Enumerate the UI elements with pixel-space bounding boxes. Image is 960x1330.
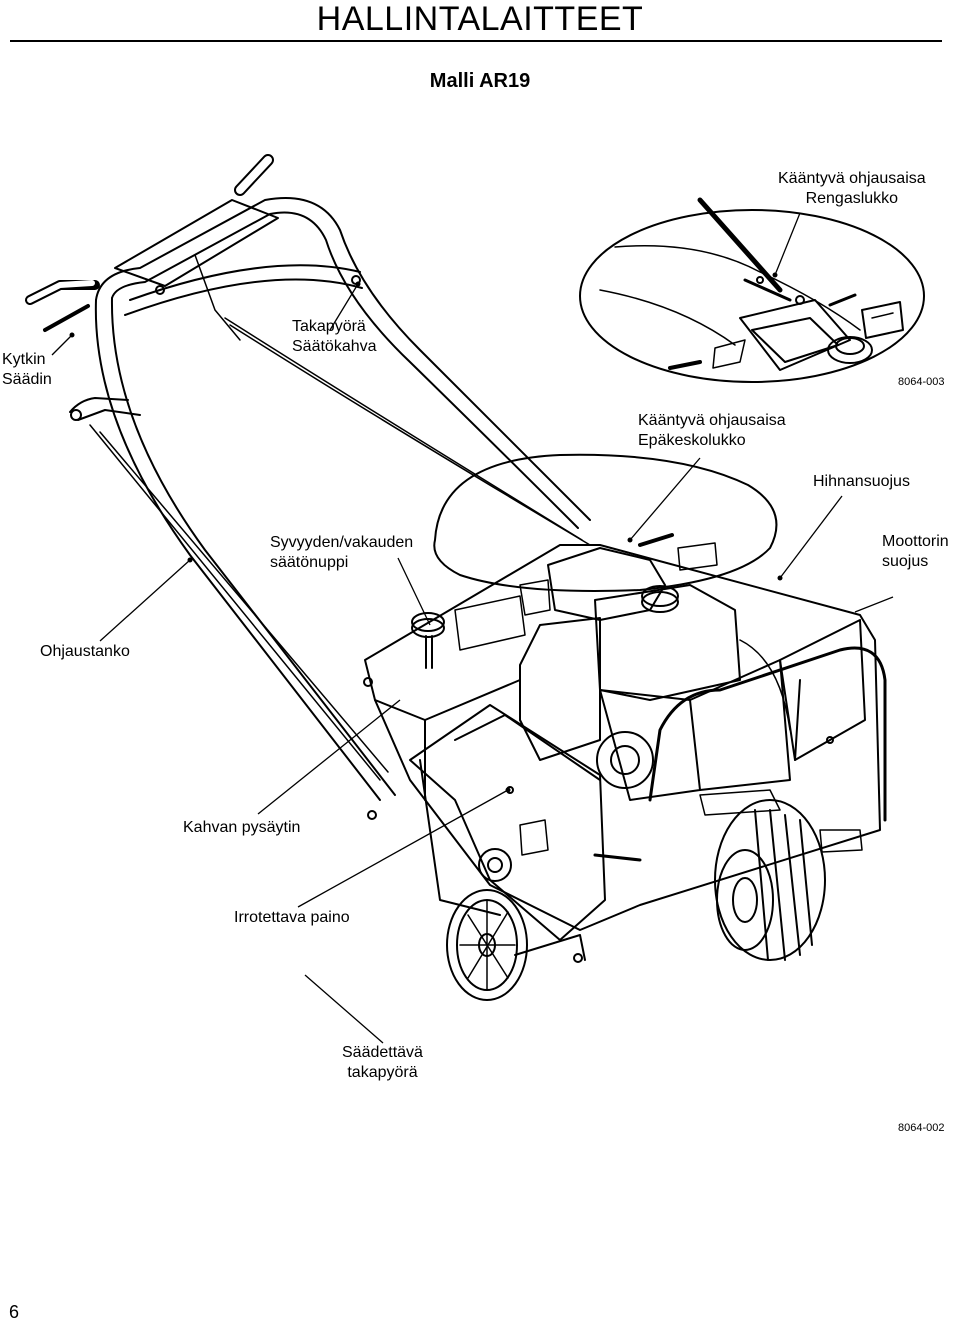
detail-view-wheel-lock: [579, 197, 925, 383]
label-epakeskolukko: Kääntyvä ohjausaisa Epäkeskolukko: [638, 412, 786, 449]
label-takapyora-saatokahva: Takapyörä Säätökahva: [292, 318, 377, 355]
leader-syvyyden: [397, 557, 431, 626]
label-rengaslukko: Kääntyvä ohjausaisa Rengaslukko: [778, 170, 926, 207]
leader-takapyora: [329, 283, 359, 331]
leader-ohjaustanko: [99, 559, 191, 642]
leader-kahvan: [257, 699, 401, 815]
leader-epakeskolukko: [629, 457, 701, 541]
depth-knob: [411, 612, 445, 669]
label-ohjaustanko: Ohjaustanko: [40, 643, 130, 660]
leader-dots: [69, 272, 783, 793]
page-number: 6: [9, 1302, 20, 1322]
leader-moottorin: [854, 596, 894, 613]
title-rule: [10, 40, 942, 42]
figure-ref-detail: 8064-003: [898, 376, 945, 388]
leader-lines: [51, 212, 894, 1044]
leader-irrotettava: [297, 789, 509, 908]
label-saadettava: Säädettävä takapyörä: [342, 1044, 423, 1081]
model-heading: Malli AR19: [429, 70, 531, 92]
rear-wheel: [446, 889, 586, 1001]
leader-kytkin: [51, 334, 73, 356]
engine-guard: [648, 646, 887, 822]
leader-rengaslukko: [774, 212, 801, 276]
label-kahvan: Kahvan pysäytin: [183, 819, 301, 836]
figure-ref-main: 8064-002: [898, 1122, 945, 1134]
label-kytkin: Kytkin Säädin: [2, 351, 52, 388]
tine-housing: [409, 704, 642, 941]
handlebar: [25, 154, 591, 820]
leader-hihnansuojus: [779, 495, 843, 579]
label-hihnansuojus: Hihnansuojus: [813, 473, 910, 490]
page-title: HALLINTALAITTEET: [316, 0, 644, 38]
label-syvyyden: Syvyyden/vakauden säätönuppi: [270, 534, 414, 571]
front-wheel: [714, 799, 863, 961]
belt-guard: [779, 619, 866, 761]
label-moottorin: Moottorin suojus: [882, 533, 949, 570]
leader-saadettava: [304, 974, 384, 1044]
detail-view-eccentric-lock: [433, 453, 778, 592]
label-irrotettava: Irrotettava paino: [234, 909, 350, 926]
